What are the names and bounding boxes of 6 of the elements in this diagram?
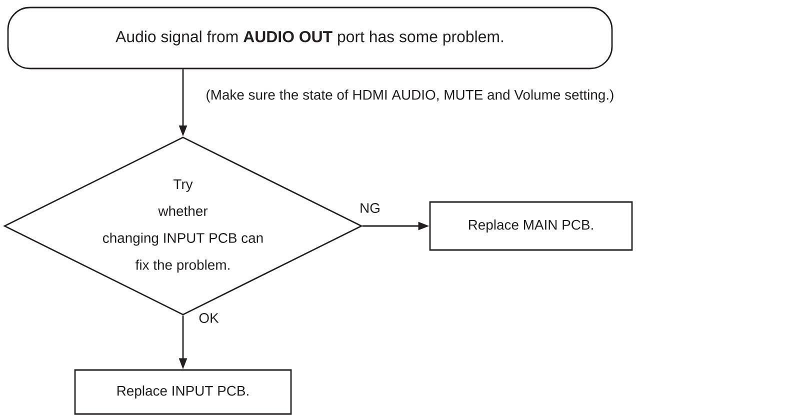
edge-label: OK bbox=[199, 313, 219, 323]
start-box: Audio signal from AUDIO OUT port has some problem. bbox=[7, 6, 613, 70]
process-box: Replace MAIN PCB. bbox=[429, 201, 633, 251]
edge-label: NG bbox=[360, 203, 380, 213]
edge-label: (Make sure the state of HDMI AUDIO, MUTE and Volume setting.) bbox=[206, 90, 614, 102]
process-box: Replace INPUT PCB. bbox=[74, 369, 292, 415]
